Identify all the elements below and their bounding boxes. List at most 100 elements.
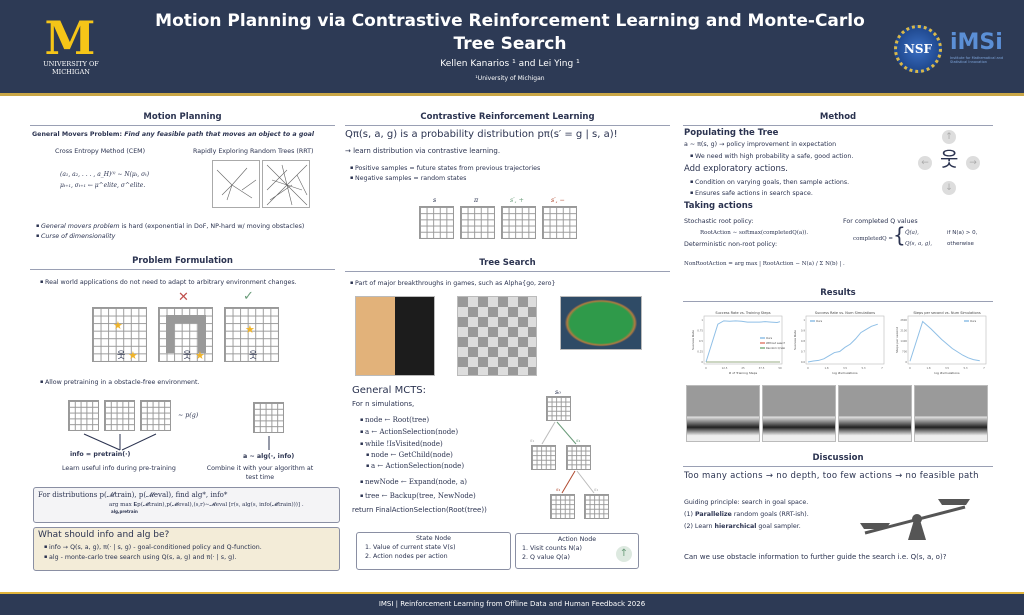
results-heading: Results	[683, 288, 993, 302]
node-label-s1: s₁	[530, 438, 535, 444]
mp-bullet-1-italic: General movers problem	[40, 223, 120, 230]
deterministic-label: Deterministic non-root policy:	[684, 241, 778, 248]
star-icon: ★	[113, 319, 123, 332]
action-node-item: 1. Visit counts N(a)	[522, 545, 582, 552]
caption-test: Combine it with your algorithm at test t…	[206, 465, 314, 481]
go-board-image	[355, 296, 435, 376]
x-axis-label: log #simulations	[934, 371, 960, 375]
tree-node	[550, 494, 575, 519]
tree-bullet: Part of major breakthroughs in games, su…	[350, 279, 556, 288]
discussion-heading: Discussion	[683, 453, 993, 467]
series-line-ours	[807, 323, 878, 363]
star-icon: ★	[195, 349, 205, 362]
mcts-step: tree ← Backup(tree, NewNode)	[360, 491, 476, 501]
taking-actions-heading: Taking actions	[684, 201, 753, 211]
robot-sim-frame	[914, 385, 988, 442]
mcts-step: a ← ActionSelection(node)	[360, 427, 458, 437]
poster-header: M UNIVERSITY OF MICHIGAN Motion Planning…	[0, 0, 1024, 96]
principle-1-bold: Parallelize	[694, 511, 732, 518]
mp-bullet-2: Curse of dimensionality	[36, 232, 115, 241]
tree-node-root	[546, 396, 571, 421]
principle-1-num: (1)	[684, 511, 693, 518]
star-icon: ★	[245, 323, 255, 336]
grid-label-positive: s′, +	[510, 197, 524, 204]
env-grid-free	[92, 307, 147, 362]
explore-heading: Add exploratory actions.	[684, 164, 788, 174]
y-tick-label: 0.7	[801, 350, 805, 354]
completed-q-label: For completed Q values	[843, 218, 918, 225]
x-tick-label: 7	[983, 366, 985, 370]
y-tick-label: 2100	[900, 329, 907, 333]
y-axis-label: Success Rate	[691, 330, 695, 350]
authors: Kellen Kanarios ¹ and Lei Ying ¹	[440, 59, 580, 69]
state-node-item: 2. Action nodes per action	[365, 553, 448, 560]
mcts-step: while !IsVisited(node)	[360, 439, 443, 449]
crl-learn-statement: → learn distribution via contrastive lea…	[345, 147, 501, 155]
principle-2-bold: hierarchical	[714, 523, 757, 530]
rrt-label: Rapidly Exploring Random Trees (RRT)	[193, 148, 314, 155]
balance-scale-icon	[860, 499, 970, 540]
goal-distribution: ∼ p(g)	[178, 412, 199, 419]
arrow-right-icon: →	[966, 156, 980, 170]
michigan-logo-text: UNIVERSITY OF MICHIGAN	[43, 60, 99, 76]
action-node-box: Action Node 1. Visit counts N(a) 2. Q va…	[515, 533, 639, 569]
mp-bullet-2-text: Curse of dimensionality	[40, 233, 116, 240]
x-tick-label: 25	[741, 366, 745, 370]
arrow-left-icon: ←	[918, 156, 932, 170]
robot-sim-frame	[762, 385, 836, 442]
mcts-step: a ← ActionSelection(node)	[366, 461, 464, 471]
y-tick-label: 1	[701, 318, 703, 322]
policy-bullet: We need with high probability a safe, go…	[690, 152, 853, 161]
michigan-logo: M	[44, 11, 96, 65]
question-bullet-2: alg - monte-carlo tree search using Q(s,…	[44, 553, 339, 562]
poster-footer: IMSI | Reinforcement Learning from Offli…	[0, 592, 1024, 615]
tree-node	[531, 445, 556, 470]
y-tick-label: 1400	[900, 339, 907, 343]
crl-bullet-negative: Negative samples = random states	[350, 174, 466, 183]
y-axis-label: Steps per second	[895, 327, 899, 353]
mcts-title: General MCTS:	[352, 385, 427, 396]
agent-icon: 웃	[940, 147, 959, 171]
x-tick-label: 3.5	[843, 366, 847, 370]
policy-statement: a ∼ π(s, g) → policy improvement in expe…	[684, 141, 837, 148]
action-node-title: Action Node	[557, 536, 597, 543]
caption-pretrain: Learn useful info during pre-training	[62, 465, 176, 472]
explore-bullet: Condition on varying goals, then sample …	[690, 178, 849, 187]
x-tick-label: 0	[807, 366, 809, 370]
mcts-for-n: For n simulations,	[352, 400, 415, 408]
crl-grid	[419, 206, 454, 239]
crl-grid	[542, 206, 577, 239]
robot-sim-frame	[686, 385, 760, 442]
objective-line-2: arg max 𝐄p(𝓜train),p(𝓜eval),(s,r)∼𝓜eval …	[109, 502, 304, 508]
obstacle-wall	[166, 315, 206, 353]
gmp-text: Find any feasible path that moves an obj…	[124, 131, 315, 138]
objective-line-1: For distributions p(𝓜train), p(𝓜eval), f…	[38, 491, 228, 499]
arrow-up-icon: ↑	[616, 546, 632, 562]
mcts-step: node ← Root(tree)	[360, 415, 429, 425]
action-node-item: 2. Q value Q(a)	[522, 554, 570, 561]
arrow-down-icon: ↓	[942, 181, 956, 195]
plot-area	[907, 315, 987, 365]
question-title: What should info and alg be?	[38, 530, 170, 540]
root-action-eq: RootAction ∼ softmax(completedQ(a)).	[700, 230, 809, 236]
mcts-step: newNode ← Expand(node, a)	[360, 477, 467, 487]
series-line-ours	[909, 320, 980, 362]
legend-label: Ours	[970, 319, 977, 323]
x-tick-label: 1.8	[824, 366, 828, 370]
case-1-cond: if N(a) > 0,	[947, 230, 978, 236]
alg-equation: a ∼ alg(·, info)	[243, 453, 295, 460]
action-directions-figure: ↑ ↓ ← → 웃	[918, 130, 980, 195]
star-icon: ★	[128, 349, 138, 362]
question-bullet-1: info → Q(s, a, g), π(· | s, g) - goal-co…	[44, 543, 339, 552]
footer-text: IMSI | Reinforcement Learning from Offli…	[378, 600, 646, 608]
node-label-s1: s₁	[556, 487, 561, 493]
crl-grid	[501, 206, 536, 239]
method-heading: Method	[683, 112, 993, 126]
question-box: What should info and alg be? info → Q(s,…	[33, 527, 340, 571]
x-axis-label: log #simulations	[832, 371, 858, 375]
stochastic-label: Stochastic root policy:	[684, 218, 754, 225]
pf-bullet-2: Allow pretraining in a obstacle-free env…	[40, 378, 199, 387]
y-tick-label: 1	[803, 318, 805, 322]
x-tick-label: 3.5	[945, 366, 949, 370]
y-tick-label: 0.9	[801, 329, 805, 333]
